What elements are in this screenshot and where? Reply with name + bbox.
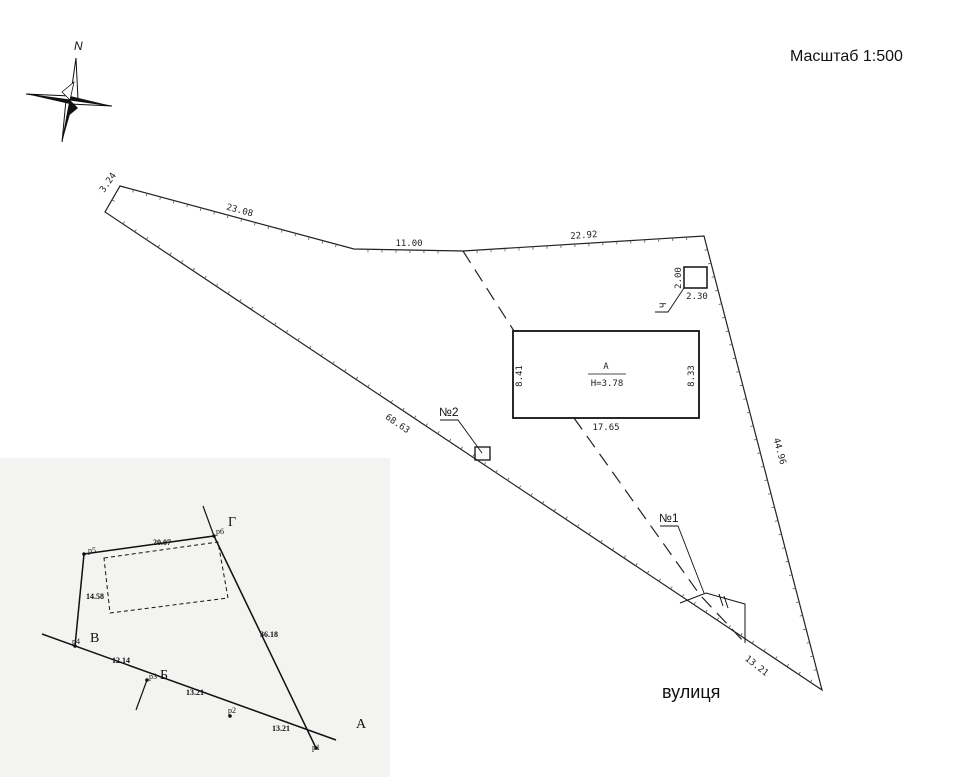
dim-nw-corner: 3.24	[98, 171, 119, 195]
small-structure	[684, 267, 707, 288]
inset-point-p4: p4	[72, 637, 80, 646]
inset-point-p1: p1	[312, 743, 320, 752]
inset-dim-bottom-2: 13.21	[186, 688, 204, 697]
building-a-dim-right: 8.33	[687, 365, 697, 387]
inset-point-p6: p6	[216, 527, 224, 536]
building-a-dim-left: 8.41	[515, 365, 525, 387]
inset-dim-top: 20.07	[153, 538, 171, 547]
internal-dashed-line	[463, 251, 514, 331]
dim-north-3: 22.92	[570, 230, 598, 242]
north-label: N	[74, 39, 83, 53]
small-structure-label: Ч	[659, 303, 669, 308]
small-structure-dim-v: 2.00	[674, 267, 684, 289]
building-a-dim-bottom: 17.65	[592, 423, 619, 433]
inset-sketch: 20.07 14.58 36.18 12.14 13.21 13.21 p5 p…	[0, 458, 390, 777]
inset-dim-left: 14.58	[86, 592, 104, 601]
internal-dashed-line-2	[574, 418, 745, 643]
dim-south: 13.21	[742, 654, 770, 679]
inset-dim-right: 36.18	[260, 630, 278, 639]
compass-icon	[26, 58, 112, 142]
inset-letter-a: А	[356, 717, 367, 732]
dim-north-2: 11.00	[395, 239, 422, 249]
dim-north-1: 23.08	[225, 203, 254, 220]
scale-label: Масштаб 1:500	[790, 48, 903, 66]
marker-1-label: №1	[659, 511, 679, 525]
building-a-height: H=3.78	[591, 379, 624, 389]
inset-dim-bottom-1: 12.14	[112, 656, 130, 665]
inset-point-p5: p5	[88, 546, 96, 555]
marker-2-box	[475, 447, 490, 460]
dim-west: 68.63	[383, 413, 411, 436]
inset-letter-g: Г	[228, 515, 236, 530]
small-structure-dim-h: 2.30	[686, 292, 708, 302]
inset-point-p3: p3	[149, 672, 157, 681]
dim-east: 44.96	[771, 437, 788, 466]
inset-letter-v: В	[90, 631, 99, 646]
inset-point-p2: p2	[228, 706, 236, 715]
inset-sketch-svg: 20.07 14.58 36.18 12.14 13.21 13.21 p5 p…	[0, 458, 390, 777]
inset-dim-bottom-3: 13.21	[272, 724, 290, 733]
inset-letter-b: Б	[160, 668, 168, 683]
building-a	[513, 331, 699, 418]
street-label: вулиця	[662, 682, 720, 703]
marker-2-label: №2	[439, 405, 459, 419]
building-a-label: А	[603, 362, 609, 372]
